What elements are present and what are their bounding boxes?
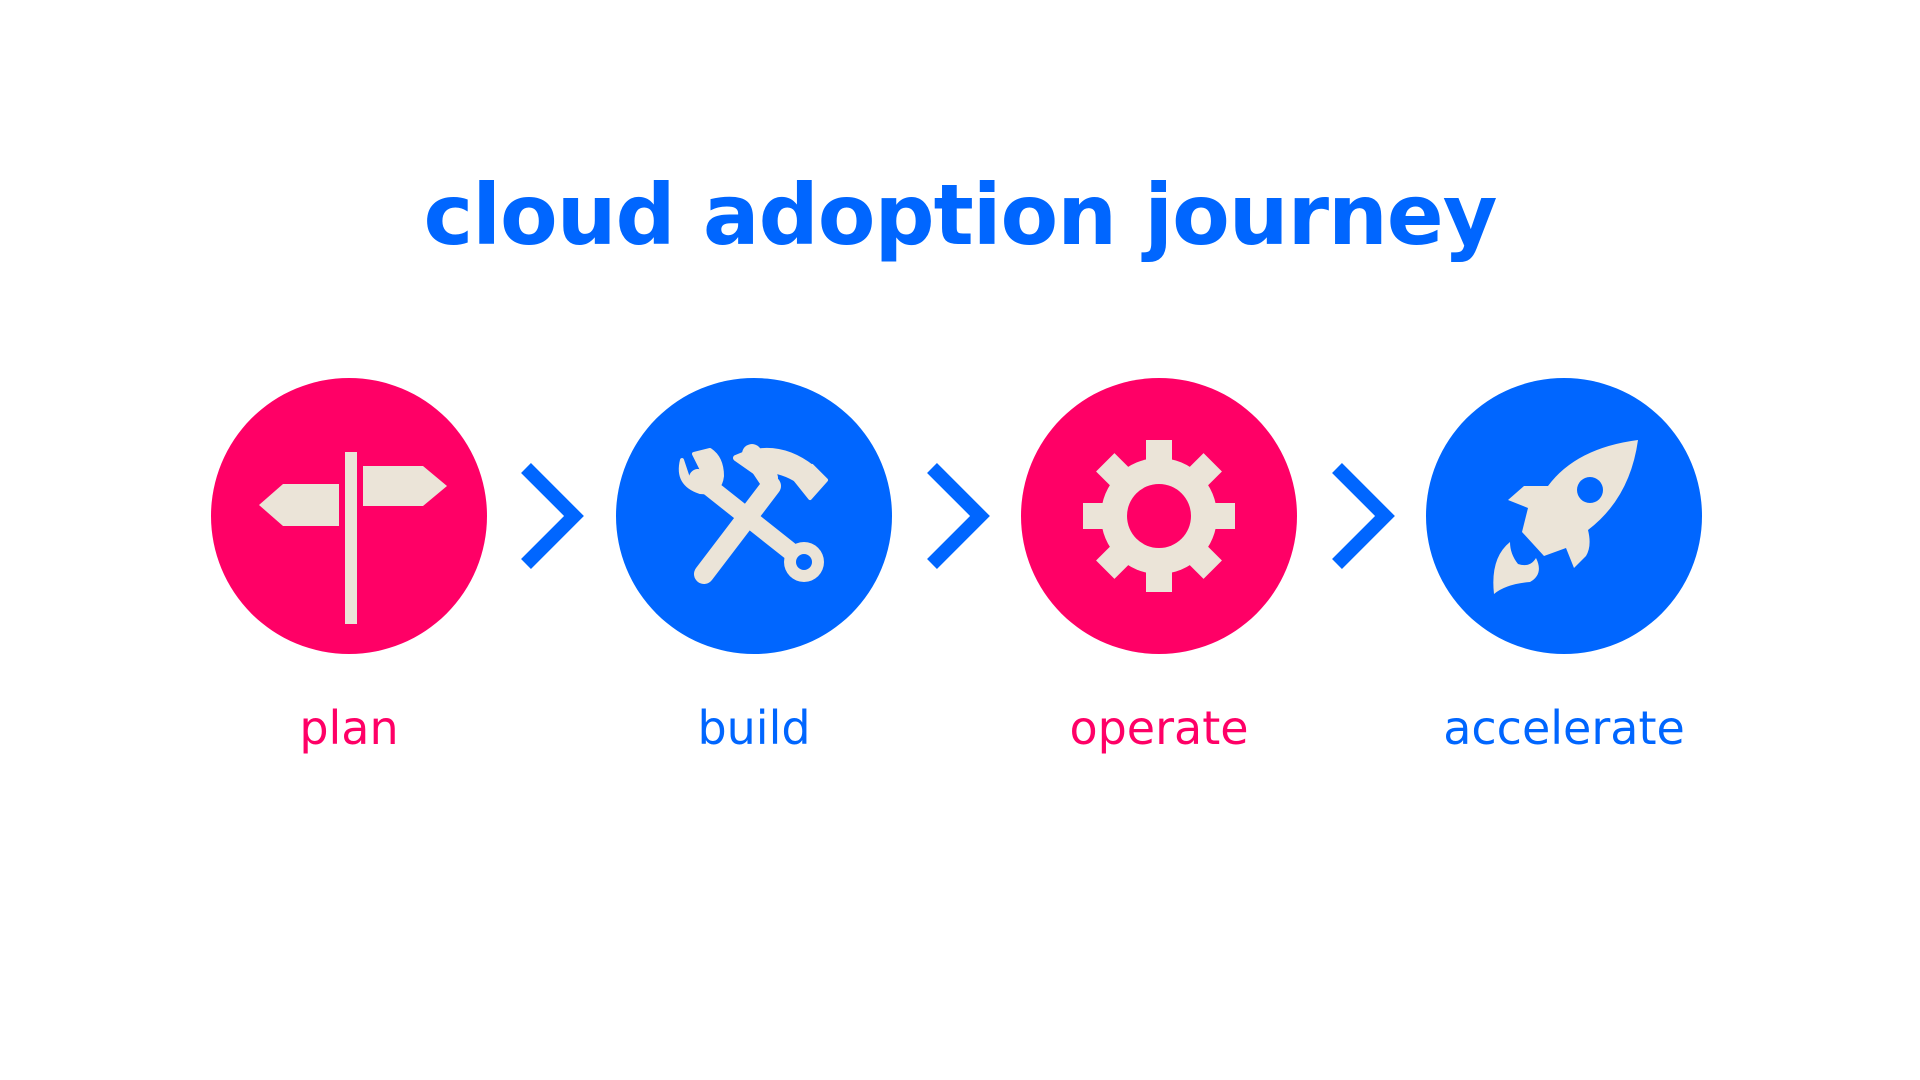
stage-operate-circle	[1021, 378, 1297, 654]
stage-accelerate-circle	[1426, 378, 1702, 654]
stage-label-accelerate: accelerate	[1443, 701, 1685, 755]
stage-plan-circle	[211, 378, 487, 654]
chevron-right-icon	[927, 463, 990, 569]
gear-icon	[1083, 440, 1235, 592]
chevron-right-icon	[1332, 463, 1395, 569]
stage-build-circle	[616, 378, 892, 654]
stage-label-operate: operate	[1069, 701, 1249, 755]
signpost-icon	[259, 452, 447, 624]
stage-label-build: build	[697, 701, 811, 755]
rocket-icon	[1493, 440, 1638, 594]
tools-icon	[678, 444, 828, 584]
stage-label-plan: plan	[299, 701, 399, 755]
chevron-right-icon	[521, 463, 584, 569]
page-title: cloud adoption journey	[423, 166, 1497, 264]
